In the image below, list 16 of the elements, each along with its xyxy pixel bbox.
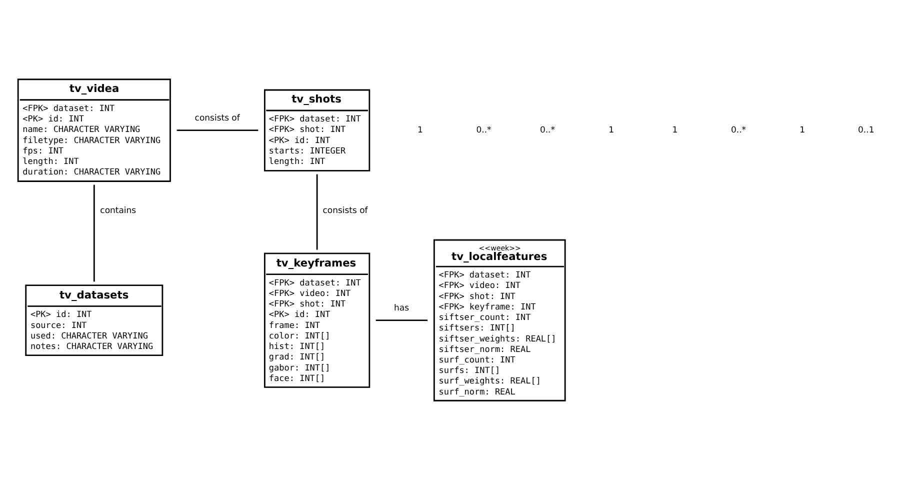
label: 0..1 bbox=[858, 125, 874, 136]
label: 1 bbox=[608, 125, 614, 136]
connector bbox=[316, 174, 318, 250]
label: 1 bbox=[418, 125, 423, 136]
edge-label: consists of bbox=[322, 206, 368, 216]
connector bbox=[93, 184, 95, 282]
connector bbox=[376, 319, 428, 321]
edge-label: has bbox=[394, 302, 410, 313]
label: 0..* bbox=[476, 125, 492, 136]
label: 1 bbox=[672, 125, 678, 136]
label: 0..* bbox=[731, 125, 746, 136]
label: 1 bbox=[800, 125, 806, 136]
edge-label: consists of bbox=[194, 112, 240, 123]
label: 0..* bbox=[540, 125, 556, 136]
connector bbox=[176, 129, 258, 131]
edge-label: contains bbox=[100, 206, 136, 216]
